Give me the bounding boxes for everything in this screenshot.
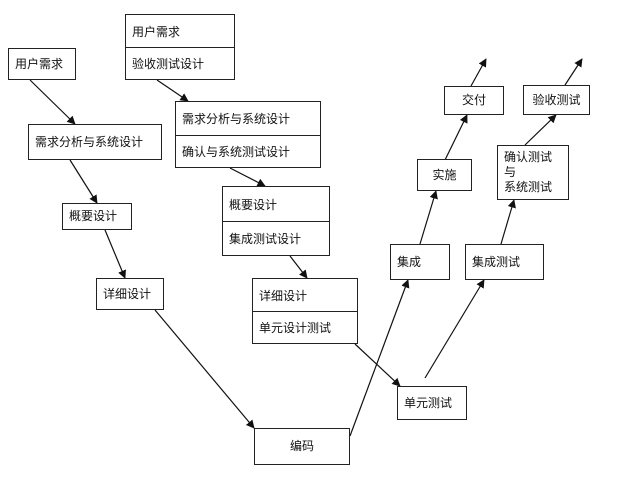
node-unit-test: 单元测试 — [397, 386, 467, 420]
edge-outline-to-detail — [104, 229, 126, 279]
node-label: 详细设计 — [259, 288, 308, 303]
node-label: 集成测试设计 — [229, 232, 302, 246]
node-label: 需求分析与系统设计 — [35, 134, 144, 149]
node-integration-test: 集成测试 — [465, 244, 544, 280]
stack-cell-confirm-system-test-design: 确认与系统测试设计 — [176, 134, 320, 168]
node-outline-design-left: 概要设计 — [62, 203, 132, 230]
node-implementation: 实施 — [417, 159, 472, 191]
node-label: 验收测试 — [532, 92, 581, 107]
node-label: 验收测试设计 — [132, 57, 205, 71]
node-requirements-analysis-left: 需求分析与系统设计 — [28, 124, 162, 160]
node-label: 实施 — [432, 167, 457, 182]
node-outline-integration-design: 概要设计 集成测试设计 — [222, 186, 330, 256]
node-confirm-system-test: 确认测试与 系统测试 — [497, 145, 569, 200]
node-detail-design-left: 详细设计 — [96, 278, 164, 310]
stack-cell-integration-test-design: 集成测试设计 — [223, 221, 329, 255]
edge-userreq-to-analysis — [29, 79, 76, 125]
node-label: 用户需求 — [15, 56, 64, 71]
node-label: 编码 — [289, 439, 314, 453]
edge-confirm-test-to-acceptance — [524, 114, 557, 146]
node-label: 交付 — [461, 93, 486, 107]
edge-integration-to-implementation — [419, 190, 438, 245]
edge-integration-test-to-confirm-test — [500, 199, 516, 245]
node-coding: 编码 — [254, 428, 350, 465]
node-label-line1: 确认测试与 — [504, 150, 553, 179]
node-label: 用户需求 — [132, 24, 181, 39]
node-user-requirements-left: 用户需求 — [8, 48, 76, 80]
stack-cell-user-requirements: 用户需求 — [126, 15, 234, 47]
node-label: 单元设计测试 — [259, 321, 332, 335]
node-acceptance-test: 验收测试 — [523, 85, 590, 115]
stack-cell-requirements-analysis: 需求分析与系统设计 — [176, 102, 320, 135]
node-label: 详细设计 — [103, 286, 152, 301]
node-label: 单元测试 — [404, 395, 453, 410]
node-label: 确认与系统测试设计 — [182, 144, 291, 159]
node-label: 需求分析与系统设计 — [182, 111, 291, 126]
edge-detail-to-coding — [154, 309, 255, 429]
edge-delivery-up — [470, 58, 487, 87]
node-label-line2: 系统测试 — [504, 180, 553, 194]
node-delivery: 交付 — [444, 86, 504, 115]
edge-acceptance-up — [564, 58, 583, 86]
node-user-req-acceptance-design: 用户需求 验收测试设计 — [125, 14, 235, 80]
edge-unit-test-to-integration-test — [424, 279, 485, 379]
node-detail-unit-design: 详细设计 单元设计测试 — [252, 278, 358, 344]
edge-acceptance-design-to-analysis — [156, 79, 189, 102]
stack-cell-outline-design: 概要设计 — [223, 187, 329, 221]
stack-cell-unit-design-test: 单元设计测试 — [253, 311, 357, 343]
edge-coding-to-integration — [349, 279, 410, 437]
edge-confirm-design-to-outline — [229, 167, 266, 187]
node-analysis-confirm-design: 需求分析与系统设计 确认与系统测试设计 — [175, 101, 321, 168]
node-label: 集成 — [397, 254, 422, 269]
node-label: 集成测试 — [472, 254, 521, 269]
edge-unit-design-to-unit-test — [354, 343, 401, 387]
node-integration: 集成 — [390, 244, 450, 280]
stack-cell-detail-design: 详细设计 — [253, 279, 357, 311]
node-label: 概要设计 — [229, 197, 278, 212]
stack-cell-acceptance-test-design: 验收测试设计 — [126, 47, 234, 79]
node-label: 概要设计 — [69, 209, 118, 223]
edge-integration-design-to-detail — [289, 255, 308, 279]
edge-implementation-to-delivery — [444, 114, 468, 161]
edge-analysis-to-outline — [69, 159, 98, 204]
